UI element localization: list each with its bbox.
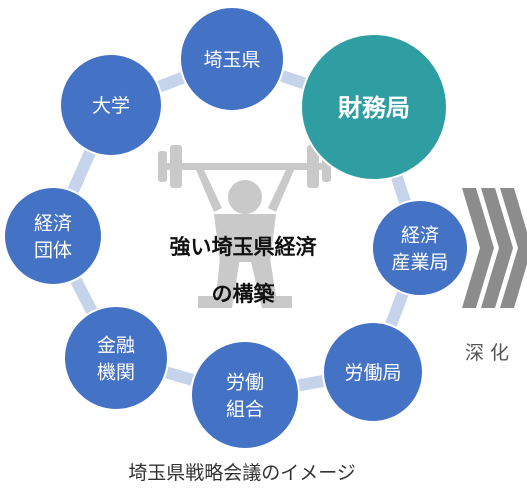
node-label: 機関 (97, 362, 135, 384)
node-label: 金融 (97, 335, 135, 357)
node-university: 大学 (59, 53, 163, 157)
node-circle (59, 53, 163, 157)
node-label: 産業局 (391, 252, 448, 274)
node-circle (371, 199, 469, 297)
weightlifter-icon (158, 145, 331, 308)
node-circle (63, 305, 169, 411)
node-label: 労働 (226, 372, 264, 394)
node-finance-bureau: 財務局 (300, 33, 448, 181)
node-circle (3, 186, 103, 286)
node-saitama-pref: 埼玉県 (179, 6, 285, 112)
node-label: 組合 (226, 399, 264, 421)
diagram-caption: 埼玉県戦略会議のイメージ (128, 462, 356, 484)
triple-chevron-right-icon (462, 188, 527, 308)
node-label: 埼玉県 (203, 49, 260, 71)
node-label: 大学 (92, 95, 130, 117)
node-circle (322, 321, 424, 423)
node-label: 財務局 (338, 94, 410, 122)
center-title-line2: の構築 (212, 282, 276, 306)
node-label: 労働局 (344, 362, 401, 384)
node-circle (190, 340, 300, 450)
node-circle (300, 33, 448, 181)
node-label: 経済 (401, 225, 439, 247)
node-label: 団体 (34, 240, 72, 262)
node-label: 経済 (34, 213, 72, 235)
deepen-label: 深化 (465, 342, 515, 364)
node-labor-bureau: 労働局 (322, 321, 424, 423)
center-title-line1: 強い埼玉県経済 (170, 235, 318, 259)
node-circle (179, 6, 285, 112)
